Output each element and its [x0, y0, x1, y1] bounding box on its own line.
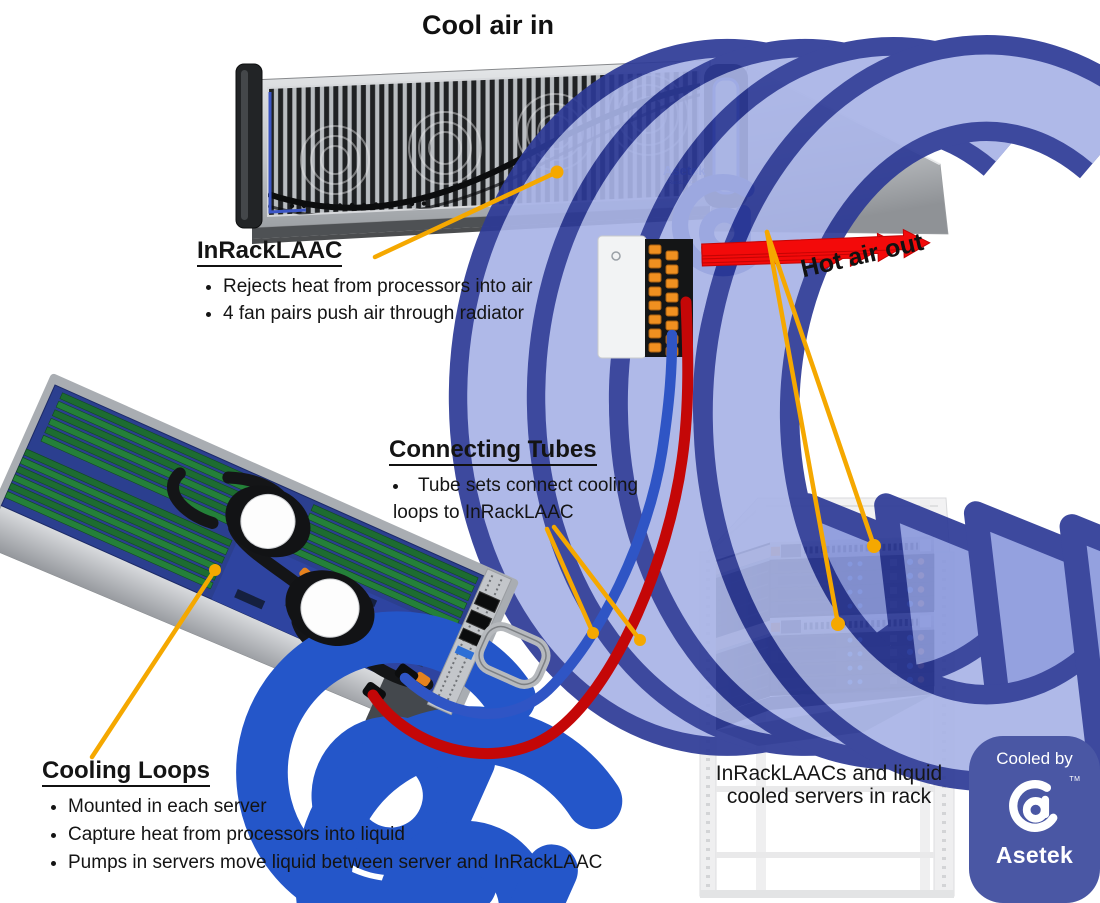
chassis-dot-row [289, 201, 427, 209]
callout-dots [209, 165, 881, 646]
callout-line-tube-blue [544, 526, 596, 636]
chassis-blue-trim [268, 92, 307, 214]
badge-tagline: Cooled by [996, 749, 1073, 768]
asetek-badge: Cooled by TM Asetek [969, 736, 1100, 903]
asetek-logo-icon: TM [1003, 774, 1080, 838]
hot-air-arrows-icon [701, 228, 931, 272]
bullet-item: Tube sets connect cooling loops to InRac… [393, 472, 657, 526]
dimm-bank [291, 504, 479, 627]
callout-dot [867, 539, 881, 553]
tube-connector-panel [597, 235, 693, 359]
callout-line-tube-red [551, 524, 643, 643]
tube-red [367, 296, 694, 760]
callout-line-inracklaac [372, 169, 560, 260]
callout-dot [550, 165, 564, 179]
bullet-item: Capture heat from processors into liquid [68, 821, 682, 849]
callout-lines [89, 169, 877, 760]
section-connecting-tubes: Connecting Tubes Tube sets connect cooli… [389, 437, 657, 526]
callout-line-rack-upper [764, 229, 877, 549]
section-title: InRackLAAC [197, 238, 343, 267]
server-front-panel [426, 568, 551, 716]
badge-brand: Asetek [995, 842, 1074, 868]
rack-caption: InRackLAACs and liquid cooled servers in… [715, 762, 943, 808]
callout-dot [831, 617, 845, 631]
callout-dot [587, 627, 599, 639]
callout-dot [634, 634, 646, 646]
bullet-item: Pumps in servers move liquid between ser… [68, 849, 682, 877]
server-board [0, 373, 777, 903]
pump-unit [80, 485, 654, 903]
section-title: Connecting Tubes [389, 437, 597, 466]
cool-air-label: Cool air in [421, 10, 554, 40]
dimm-bank [40, 392, 269, 534]
bullet-list: Tube sets connect cooling loops to InRac… [389, 472, 657, 526]
bullet-list: Rejects heat from processors into air 4 … [197, 273, 597, 327]
tube-clip [414, 671, 431, 687]
callout-dot [209, 564, 221, 576]
chassis-handle-left [235, 63, 263, 229]
section-inracklaac: InRackLAAC Rejects heat from processors … [197, 238, 597, 327]
bullet-item: Mounted in each server [68, 793, 682, 821]
tube-blue [399, 329, 678, 719]
dimm-bank [4, 448, 233, 590]
callout-line-cooling-loops [89, 567, 218, 760]
pump-unit [127, 570, 750, 903]
callout-line-rack-lower [764, 229, 841, 627]
bullet-list: Mounted in each server Capture heat from… [42, 793, 682, 877]
bullet-item: 4 fan pairs push air through radiator [223, 300, 597, 327]
section-cooling-loops: Cooling Loops Mounted in each server Cap… [42, 758, 682, 877]
cool-air-swirls [499, 88, 1100, 767]
bullet-item: Rejects heat from processors into air [223, 273, 597, 300]
section-title: Cooling Loops [42, 758, 210, 787]
tm-mark: TM [1069, 776, 1081, 783]
